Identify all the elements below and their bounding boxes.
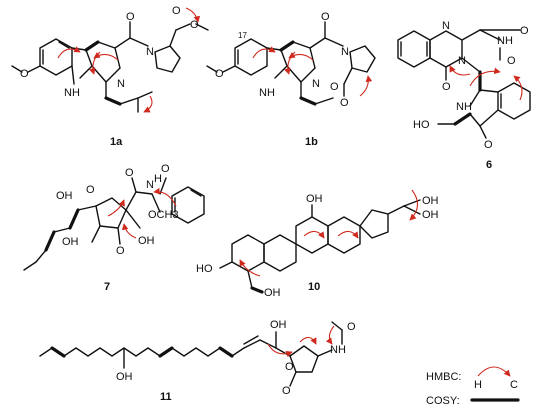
oh-10b: OH (422, 195, 439, 207)
n-1a: N (117, 78, 125, 90)
o-11b: O (282, 385, 291, 397)
compound-id-11: 11 (160, 391, 172, 403)
o-7d: O (161, 163, 170, 175)
n-6b: N (458, 55, 466, 67)
compound-7: OH OH O O N H O OCH3 OH O 7 (23, 163, 205, 293)
oh-7c: OH (138, 235, 155, 247)
methoxy-o-1a: O (20, 68, 29, 80)
o-7a: O (86, 184, 95, 196)
n-pro-1a: N (146, 46, 154, 58)
ester-o2-1b: O (340, 97, 349, 109)
o-7c: O (125, 167, 134, 179)
atom-number-17: 17 (238, 31, 247, 40)
n-pro-1b: N (341, 46, 349, 58)
ho-6: HO (413, 119, 430, 131)
o-6a: O (442, 81, 451, 93)
methoxy-o-1b: O (215, 68, 224, 80)
hmbc-legend-c: C (510, 379, 518, 391)
nh-6b: NH (456, 101, 472, 113)
oh-7b: OH (62, 236, 79, 248)
nh-1b: NH (259, 87, 275, 99)
o-7b: O (116, 245, 125, 257)
oh-10a: OH (306, 193, 323, 205)
n-1b: N (312, 78, 320, 90)
o-6c: O (520, 25, 529, 37)
o-1a: O (126, 11, 135, 23)
compound-1a: O NH N O N O O 1a (11, 5, 209, 148)
oh-11b: OH (270, 319, 287, 331)
compound-1b: 17 O NH N O N O O 1b (206, 11, 376, 148)
oh-10d: OH (264, 287, 281, 299)
nh-11: NH (330, 344, 346, 356)
o-11a: O (285, 361, 294, 373)
ho-10: HO (196, 263, 213, 275)
nh-1a: NH (64, 87, 80, 99)
legend: HMBC: H C COSY: (426, 366, 520, 407)
compound-6: N N O NH O O NH O HO 6 (397, 20, 531, 171)
compound-11: OH OH O O NH O 11 (39, 319, 356, 403)
hmbc-legend-h: H (474, 379, 482, 391)
o-1b: O (321, 11, 330, 23)
ester-o-1a: O (172, 5, 181, 17)
o-6b: O (507, 55, 516, 67)
n-6a: N (442, 20, 450, 32)
oh-10c: OH (422, 209, 439, 221)
cosy-legend-label: COSY: (426, 395, 460, 407)
nh-7: N (146, 179, 154, 191)
compound-id-1b: 1b (305, 136, 318, 148)
ester-o2-1a: O (190, 19, 199, 31)
compound-id-7: 7 (104, 281, 110, 293)
h-7: H (154, 173, 162, 185)
oh-11a: OH (116, 371, 133, 383)
och3-7: OCH3 (148, 209, 179, 221)
compound-id-1a: 1a (110, 136, 123, 148)
o-11c: O (347, 321, 356, 333)
hmbc-legend-arrow (477, 366, 511, 377)
compound-10: OH OH OH HO OH 10 (196, 189, 439, 299)
hmbc-legend-label: HMBC: (426, 371, 461, 383)
o-6d: O (484, 139, 493, 151)
nh-6: NH (497, 35, 513, 47)
compound-id-6: 6 (486, 159, 492, 171)
ester-o-1b: O (330, 81, 339, 93)
compound-id-10: 10 (308, 281, 320, 293)
oh-7a: OH (56, 190, 73, 202)
